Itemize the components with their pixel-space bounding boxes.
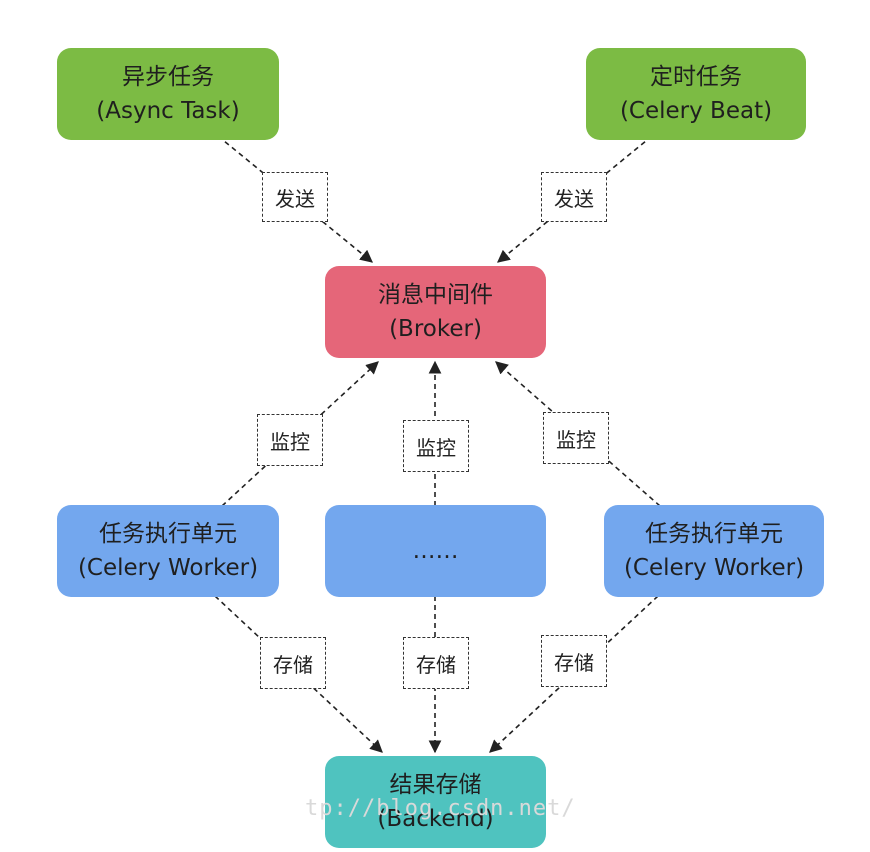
- worker-left-subtitle: (Celery Worker): [77, 555, 259, 581]
- worker-right-node: 任务执行单元 (Celery Worker): [604, 505, 824, 597]
- worker-right-title: 任务执行单元: [645, 521, 783, 547]
- edge-label-monitor-right: 监控: [543, 412, 609, 464]
- broker-title: 消息中间件: [378, 282, 493, 308]
- worker-left-title: 任务执行单元: [99, 521, 237, 547]
- backend-title: 结果存储: [389, 772, 482, 798]
- worker-left-node: 任务执行单元 (Celery Worker): [57, 505, 279, 597]
- edge-label-monitor-left: 监控: [257, 414, 323, 466]
- backend-node: 结果存储 (Backend): [325, 756, 546, 848]
- worker-right-subtitle: (Celery Worker): [623, 555, 805, 581]
- worker-middle-node: ……: [325, 505, 546, 597]
- celery-beat-subtitle: (Celery Beat): [619, 98, 773, 124]
- broker-subtitle: (Broker): [389, 316, 482, 342]
- async-task-title: 异步任务: [122, 64, 214, 90]
- celery-beat-node: 定时任务 (Celery Beat): [586, 48, 806, 140]
- worker-middle-ellipsis: ……: [412, 538, 459, 564]
- edge-label-send-left: 发送: [262, 172, 328, 222]
- edge-label-store-middle: 存储: [403, 637, 469, 689]
- edge-label-send-right: 发送: [541, 172, 607, 222]
- edge-store-right: [489, 595, 659, 753]
- broker-node: 消息中间件 (Broker): [325, 266, 546, 358]
- async-task-node: 异步任务 (Async Task): [57, 48, 279, 140]
- edge-label-store-left: 存储: [260, 637, 326, 689]
- backend-subtitle: (Backend): [377, 806, 494, 832]
- edge-store-left: [214, 595, 383, 753]
- edge-label-monitor-middle: 监控: [403, 420, 469, 472]
- async-task-subtitle: (Async Task): [96, 98, 240, 124]
- edge-label-store-right: 存储: [541, 635, 607, 687]
- watermark-text: tp://blog.csdn.net/: [305, 796, 576, 821]
- celery-beat-title: 定时任务: [650, 64, 742, 90]
